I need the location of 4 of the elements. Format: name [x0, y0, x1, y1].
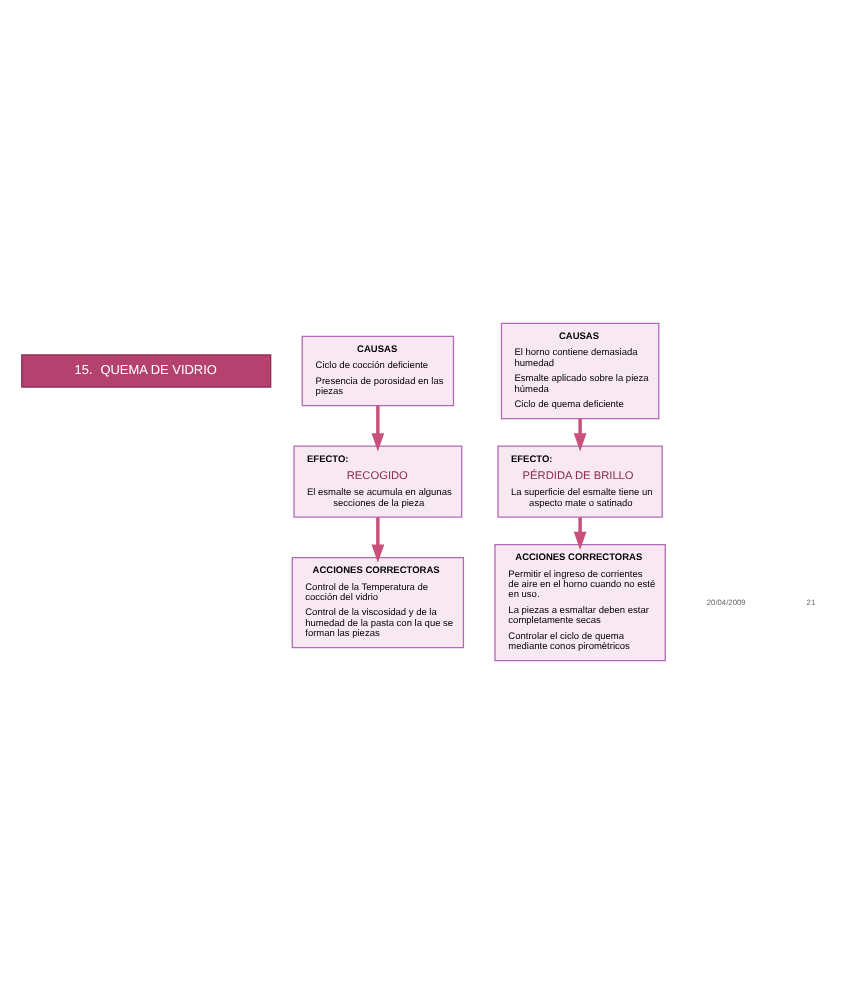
arrow	[371, 405, 385, 452]
arrow	[573, 418, 587, 452]
arrow	[573, 517, 587, 550]
arrow	[371, 517, 385, 563]
